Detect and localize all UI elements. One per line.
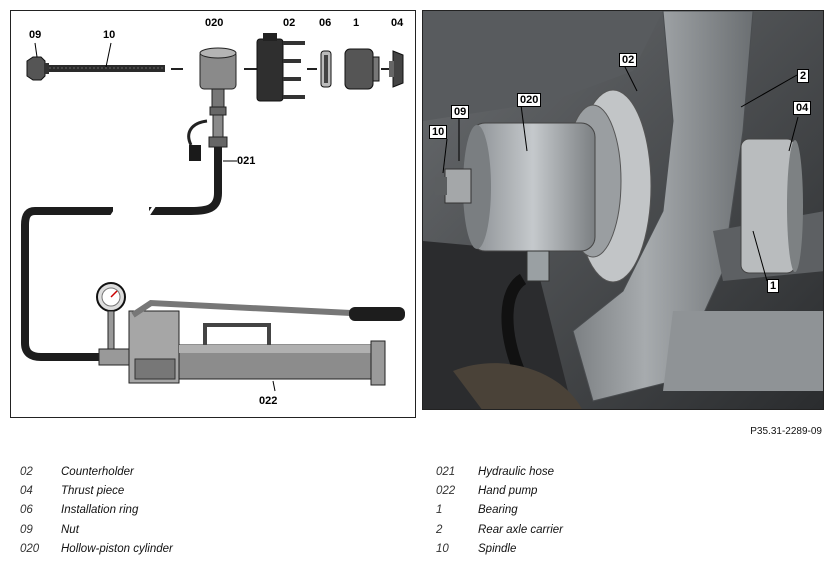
callout-tool-021: 021 bbox=[237, 155, 256, 167]
rear-axle-carrier-shape bbox=[572, 11, 754, 402]
callout-photo-09: 09 bbox=[451, 105, 470, 119]
legend-row: 1 Bearing bbox=[436, 501, 563, 520]
installation-ring-drawing bbox=[320, 50, 332, 88]
strap-shape bbox=[453, 363, 582, 409]
legend-description: Thrust piece bbox=[61, 485, 125, 498]
callout-tool-1: 1 bbox=[353, 17, 360, 29]
legend-row: 10 Spindle bbox=[436, 540, 563, 559]
legend-row: 06 Installation ring bbox=[20, 501, 173, 520]
legend-code: 020 bbox=[20, 543, 40, 556]
installation-photo bbox=[423, 11, 823, 409]
callout-tool-09: 09 bbox=[29, 29, 42, 41]
legend-row: 022 Hand pump bbox=[436, 481, 563, 500]
callout-photo-1: 1 bbox=[767, 279, 780, 293]
hydraulic-hose-drawing bbox=[21, 119, 237, 361]
legend-code: 10 bbox=[436, 543, 449, 556]
callout-photo-2: 2 bbox=[797, 69, 810, 83]
legend-code: 021 bbox=[436, 465, 456, 478]
counterholder-drawing bbox=[256, 33, 317, 102]
legend-description: Installation ring bbox=[61, 504, 139, 517]
figure-id: P35.31-2289-09 bbox=[750, 426, 822, 437]
legend-row: 02 Counterholder bbox=[20, 462, 173, 481]
legend-row: 020 Hollow-piston cylinder bbox=[20, 540, 173, 559]
wheel-arch-background bbox=[423, 11, 663, 121]
legend-description: Counterholder bbox=[61, 465, 134, 478]
legend-description: Hollow-piston cylinder bbox=[61, 543, 173, 556]
legend-row: 04 Thrust piece bbox=[20, 481, 173, 500]
callout-photo-02: 02 bbox=[619, 53, 638, 67]
legend-code: 04 bbox=[20, 485, 33, 498]
legend-code: 06 bbox=[20, 504, 33, 517]
legend-code: 09 bbox=[20, 523, 33, 536]
callout-tool-02: 02 bbox=[283, 17, 296, 29]
thrust-piece-drawing bbox=[389, 50, 404, 88]
nut-drawing bbox=[26, 56, 49, 81]
legend-row: 021 Hydraulic hose bbox=[436, 462, 563, 481]
bearing-drawing bbox=[344, 48, 389, 90]
legend-right: 021 Hydraulic hose 022 Hand pump 1 Bearing 2 Re… bbox=[436, 462, 563, 559]
callout-tool-020: 020 bbox=[205, 17, 224, 29]
hollow-piston-cylinder-drawing bbox=[199, 47, 237, 148]
callout-tool-10: 10 bbox=[103, 29, 116, 41]
legend-description: Rear axle carrier bbox=[478, 523, 563, 536]
legend-row: 2 Rear axle carrier bbox=[436, 520, 563, 539]
spindle-nut-photo-shape bbox=[435, 168, 472, 204]
legend-code: 02 bbox=[20, 465, 33, 478]
hand-pump-drawing bbox=[96, 282, 405, 392]
callout-photo-04: 04 bbox=[793, 101, 812, 115]
legend-row: 09 Nut bbox=[20, 520, 173, 539]
legend-code: 022 bbox=[436, 485, 456, 498]
legend-description: Hand pump bbox=[478, 485, 538, 498]
cylinder-photo-shape bbox=[463, 122, 596, 374]
legend-code: 2 bbox=[436, 523, 443, 536]
callout-tool-022: 022 bbox=[259, 395, 278, 407]
legend-description: Nut bbox=[61, 523, 79, 536]
spindle-drawing bbox=[33, 65, 183, 72]
installation-photo-panel: 02 2 020 09 04 10 1 bbox=[422, 10, 824, 410]
legend-description: Spindle bbox=[478, 543, 517, 556]
callout-photo-10: 10 bbox=[429, 125, 448, 139]
bearing-housing-shape bbox=[740, 138, 803, 274]
callout-photo-020: 020 bbox=[517, 93, 542, 107]
leader-09 bbox=[34, 42, 38, 58]
leader-10 bbox=[105, 42, 112, 68]
tool-drawing-panel: 09 10 020 02 06 1 04 021 022 bbox=[10, 10, 416, 418]
tool-drawing bbox=[21, 33, 405, 392]
legend-left: 02 Counterholder 04 Thrust piece 06 Installat… bbox=[20, 462, 173, 559]
callout-tool-04: 04 bbox=[391, 17, 404, 29]
legend-description: Hydraulic hose bbox=[478, 465, 555, 478]
legend-code: 1 bbox=[436, 504, 443, 517]
callout-tool-06: 06 bbox=[319, 17, 332, 29]
legend-description: Bearing bbox=[478, 504, 518, 517]
